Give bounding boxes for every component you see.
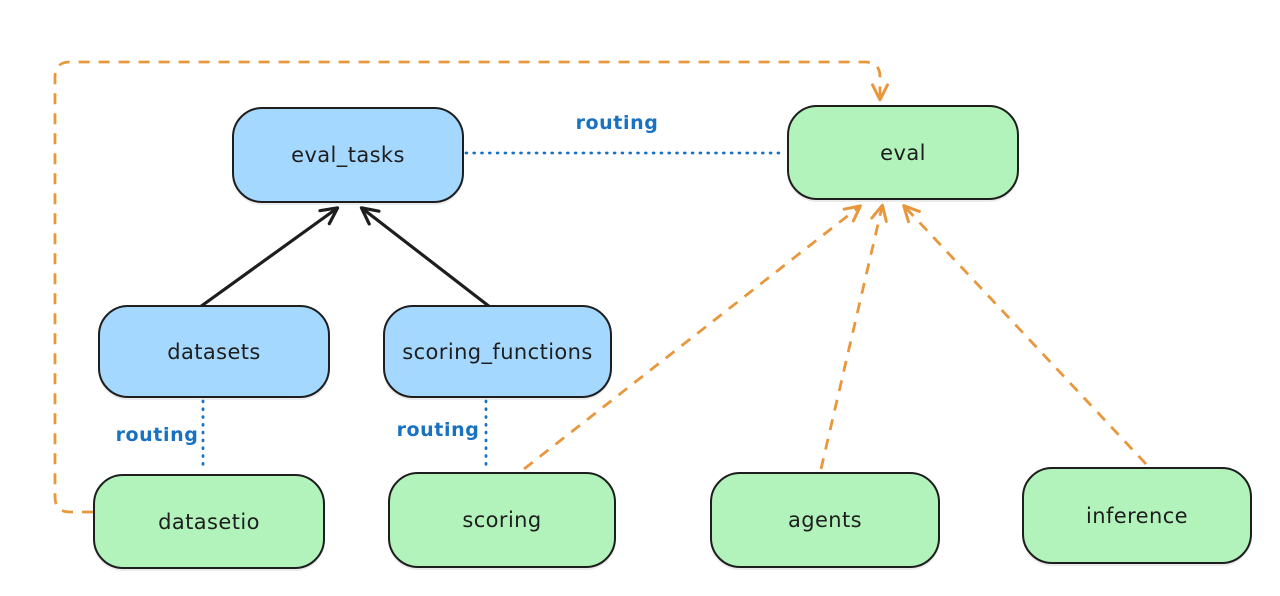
node-datasets: datasets xyxy=(98,305,330,398)
node-datasets-label: datasets xyxy=(167,339,261,364)
node-agents-label: agents xyxy=(787,508,862,532)
node-scoring-functions: scoring_functions xyxy=(383,305,612,398)
edge-label-routing-eval-tasks-eval: routing xyxy=(575,112,659,134)
edge-datasets-to-eval-tasks-arrow xyxy=(199,206,340,309)
edge-agents-to-eval-arrow xyxy=(819,203,888,470)
edge-label-routing-scoring-functions-scoring: routing xyxy=(396,419,480,441)
edge-inference-to-eval-arrow xyxy=(902,204,1148,465)
node-datasetio: datasetio xyxy=(93,474,325,569)
node-scoring-functions-label: scoring_functions xyxy=(402,339,593,364)
node-inference-label: inference xyxy=(1086,503,1188,528)
node-eval-tasks: eval_tasks xyxy=(232,107,464,203)
node-scoring-label: scoring xyxy=(462,508,542,532)
node-eval-tasks-label: eval_tasks xyxy=(291,143,405,167)
node-eval: eval xyxy=(787,105,1019,200)
node-datasetio-label: datasetio xyxy=(158,509,260,534)
node-inference: inference xyxy=(1022,467,1252,564)
node-scoring: scoring xyxy=(388,472,616,568)
edge-label-routing-datasets-datasetio: routing xyxy=(115,424,199,446)
node-eval-label: eval xyxy=(880,140,926,165)
edge-scoring-to-eval-arrow xyxy=(523,204,862,471)
node-agents: agents xyxy=(710,472,940,568)
edge-scoring-functions-to-eval-tasks-arrow xyxy=(359,206,491,309)
